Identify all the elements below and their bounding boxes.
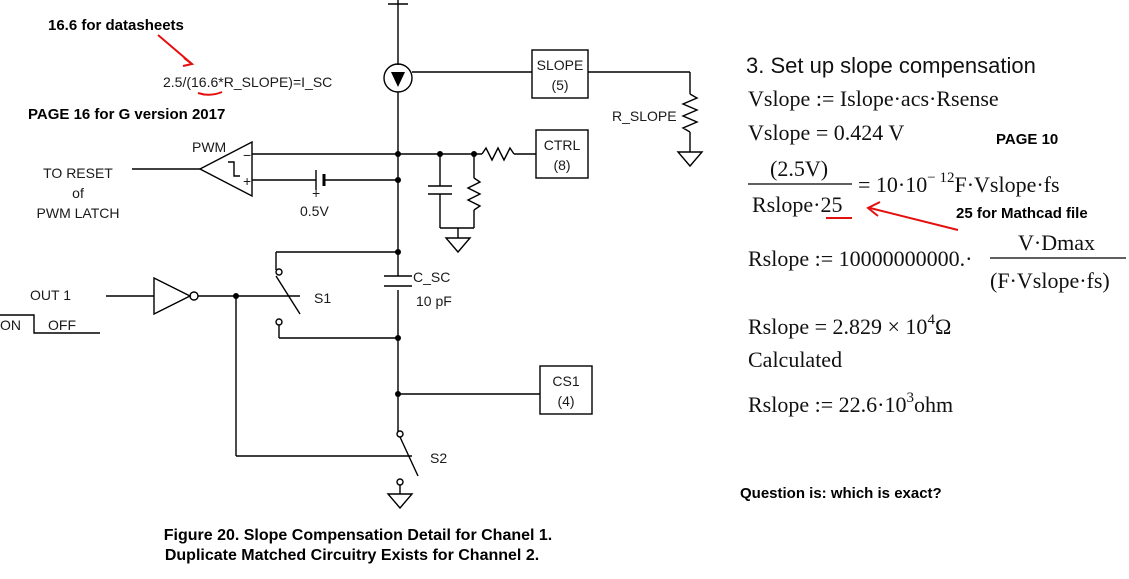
- page10-annotation: PAGE 10: [996, 131, 1058, 148]
- s1-switch-icon: [275, 275, 301, 315]
- plus-sign: +: [243, 173, 251, 189]
- pwm-latch-label: PWM LATCH: [37, 205, 120, 221]
- node-dot: [395, 335, 401, 341]
- rslope-label: R_SLOPE: [612, 108, 677, 124]
- node-dot: [395, 391, 401, 397]
- equation-rslope-chosen: Rslope := 22.6·103ohm: [748, 390, 953, 417]
- to-reset-label: TO RESET: [43, 165, 113, 181]
- switch-contact: [396, 478, 404, 486]
- slope-pin-label: (5): [551, 77, 568, 93]
- datasheets-annotation: 16.6 for datasheets: [48, 17, 184, 34]
- ground-icon: [386, 493, 414, 510]
- switch-contact: [275, 318, 283, 326]
- page16-annotation: PAGE 16 for G version 2017: [28, 106, 225, 123]
- inverter-icon: [153, 276, 192, 316]
- slope-block: [531, 49, 589, 99]
- node-dot: [395, 151, 401, 157]
- ground-icon: [444, 237, 472, 254]
- s1-label: S1: [314, 290, 331, 306]
- slope-current-formula: 2.5/(16.6*R_SLOPE)=I_SC: [163, 74, 332, 90]
- node-dot: [395, 249, 401, 255]
- ctrl-block-label: CTRL: [544, 137, 581, 153]
- node-dot: [395, 177, 401, 183]
- csc-value-label: 10 pF: [416, 293, 452, 309]
- mathcad-annotation: 25 for Mathcad file: [956, 205, 1088, 222]
- formula-underline: [197, 91, 223, 96]
- of-label: of: [72, 185, 84, 201]
- csc-label: C_SC: [413, 269, 450, 285]
- math-heading: 3. Set up slope compensation: [746, 53, 1036, 78]
- off-label: OFF: [48, 317, 76, 333]
- equation-fraction-numerator: (2.5V): [770, 156, 828, 181]
- calculated-label: Calculated: [748, 347, 842, 372]
- equation-rslope-numerator: V·Dmax: [1018, 230, 1095, 255]
- equation-vslope-def: Vslope := Islope·acs·Rsense: [748, 86, 999, 111]
- equation-rslope-denominator: (F·Vslope·fs): [990, 268, 1110, 293]
- rslope-resistor-icon: [681, 93, 699, 133]
- pwm-label: PWM: [192, 139, 226, 155]
- ctrl-pin-label: (8): [553, 157, 570, 173]
- equation-rslope-def: Rslope := 10000000000.·: [748, 246, 972, 271]
- figure-caption-line1: Figure 20. Slope Compensation Detail for…: [164, 527, 553, 544]
- slope-block-label: SLOPE: [537, 57, 584, 73]
- filter-resistor-icon: [466, 177, 482, 211]
- switch-contact: [275, 268, 283, 276]
- cs1-block-label: CS1: [552, 373, 579, 389]
- battery-plus: +: [312, 185, 320, 201]
- mathcad-arrow: [869, 207, 959, 231]
- current-arrow-icon: [391, 72, 405, 87]
- equation-rhs: = 10·10− 12F·Vslope·fs: [858, 170, 1060, 197]
- ctrl-block: [535, 129, 589, 179]
- minus-sign: −: [243, 147, 251, 163]
- ground-icon: [676, 151, 704, 168]
- question-annotation: Question is: which is exact?: [740, 485, 942, 502]
- on-label: ON: [0, 317, 21, 333]
- pwm-comparator-icon: [198, 140, 253, 198]
- hysteresis-icon: [228, 161, 240, 177]
- switch-contact: [396, 430, 404, 438]
- s2-switch-icon: [399, 436, 419, 477]
- s2-label: S2: [430, 450, 447, 466]
- on-off-waveform-icon: [0, 314, 100, 334]
- equation-rslope-value: Rslope = 2.829 × 104Ω: [748, 312, 951, 339]
- mathcad-arrowhead: [866, 201, 881, 217]
- voltage-source-label: 0.5V: [300, 203, 329, 219]
- datasheets-arrowhead: [182, 57, 195, 67]
- figure-caption-line2: Duplicate Matched Circuitry Exists for C…: [165, 547, 539, 564]
- cs1-pin-label: (4): [557, 393, 574, 409]
- ctrl-resistor-icon: [481, 146, 515, 162]
- cs1-block: [539, 365, 593, 415]
- equation-fraction-denominator: Rslope·25: [752, 192, 842, 217]
- equation-vslope-value: Vslope = 0.424 V: [748, 120, 904, 145]
- out1-label: OUT 1: [30, 287, 71, 303]
